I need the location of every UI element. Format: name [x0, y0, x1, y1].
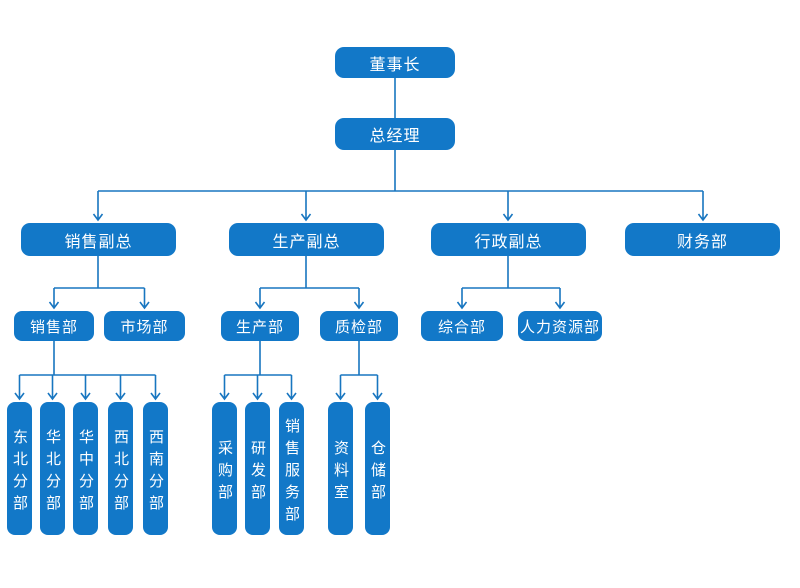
node-northwest-branch: 西北分部	[108, 402, 133, 535]
edge-admin-vp-children	[456, 256, 566, 310]
node-sales-service-dept: 销售服务部	[279, 402, 304, 535]
node-general-manager: 总经理	[335, 118, 455, 150]
node-production-dept: 生产部	[221, 311, 299, 341]
node-sales-vp: 销售副总	[21, 223, 176, 256]
node-northeast-branch: 东北分部	[7, 402, 32, 535]
node-north-china-branch: 华北分部	[40, 402, 65, 535]
node-marketing-dept: 市场部	[104, 311, 185, 341]
node-finance-dept: 财务部	[625, 223, 780, 256]
edge-production-vp-children	[254, 256, 365, 310]
node-central-china-branch: 华中分部	[73, 402, 98, 535]
edge-production-dept-children	[219, 341, 297, 401]
edge-quality-dept-children	[335, 341, 383, 401]
node-warehouse-dept: 仓储部	[365, 402, 390, 535]
node-southwest-branch: 西南分部	[143, 402, 168, 535]
node-sales-dept: 销售部	[14, 311, 94, 341]
node-hr-dept: 人力资源部	[518, 311, 602, 341]
node-chairman: 董事长	[335, 47, 455, 78]
edge-sales-dept-children	[14, 341, 161, 401]
node-admin-vp: 行政副总	[431, 223, 586, 256]
node-general-affairs-dept: 综合部	[421, 311, 503, 341]
edge-sales-vp-children	[48, 256, 150, 310]
node-rnd-dept: 研发部	[245, 402, 270, 535]
node-production-vp: 生产副总	[229, 223, 384, 256]
node-quality-dept: 质检部	[320, 311, 398, 341]
node-archives-room: 资料室	[328, 402, 353, 535]
node-purchasing-dept: 采购部	[212, 402, 237, 535]
edge-general-manager-children	[92, 150, 709, 222]
